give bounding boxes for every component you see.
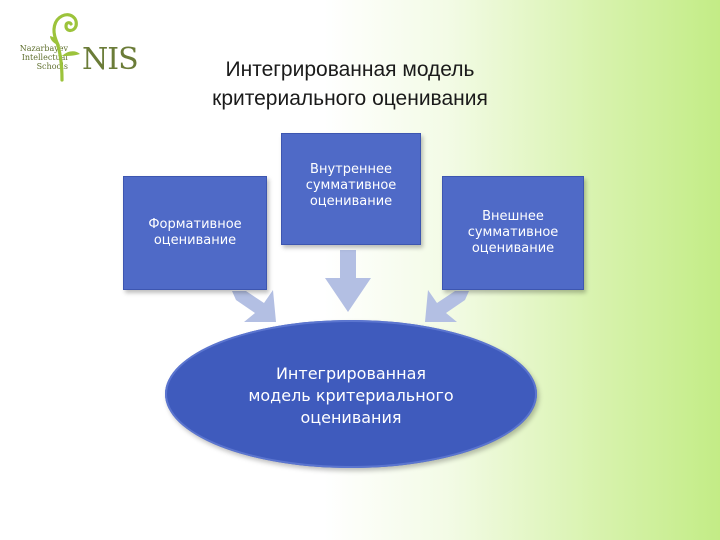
arrow-right [425,290,469,322]
slide-title: Интегрированная модель критериального оц… [180,55,520,113]
slide-title-line: Интегрированная модель [225,58,475,81]
box-label: оценивание [471,241,555,256]
arrow-left [232,290,276,322]
box-label: оценивание [309,194,393,209]
ellipse-label: модель критериального [248,386,454,405]
box-label: суммативное [467,225,559,240]
box-label: Внутреннее [310,162,392,177]
formative-assessment-box: Формативное оценивание [123,176,267,290]
ellipse-label: оценивания [300,408,402,427]
arrow-center [325,250,371,312]
logo-text-line: Nazarbayev [19,44,68,53]
slide-title-line: критериального оценивания [212,87,488,110]
logo-wordmark: NIS [82,42,139,77]
ellipse-label: Интегрированная [275,364,427,383]
integrated-model-ellipse: Интегрированная модель критериального оц… [165,320,537,468]
internal-summative-box: Внутреннее суммативное оценивание [281,133,421,245]
box-label: Формативное [148,217,242,232]
external-summative-box: Внешнее суммативное оценивание [442,176,584,290]
nis-logo: Nazarbayev Intellectual Schools NIS [10,10,140,82]
box-label: суммативное [305,178,397,193]
box-label: оценивание [153,233,237,248]
logo-text-line: Schools [36,62,68,71]
box-label: Внешнее [482,209,544,224]
sprout-icon [50,13,80,82]
logo-text-line: Intellectual [21,53,68,62]
logo-text: Nazarbayev Intellectual Schools [10,44,68,71]
